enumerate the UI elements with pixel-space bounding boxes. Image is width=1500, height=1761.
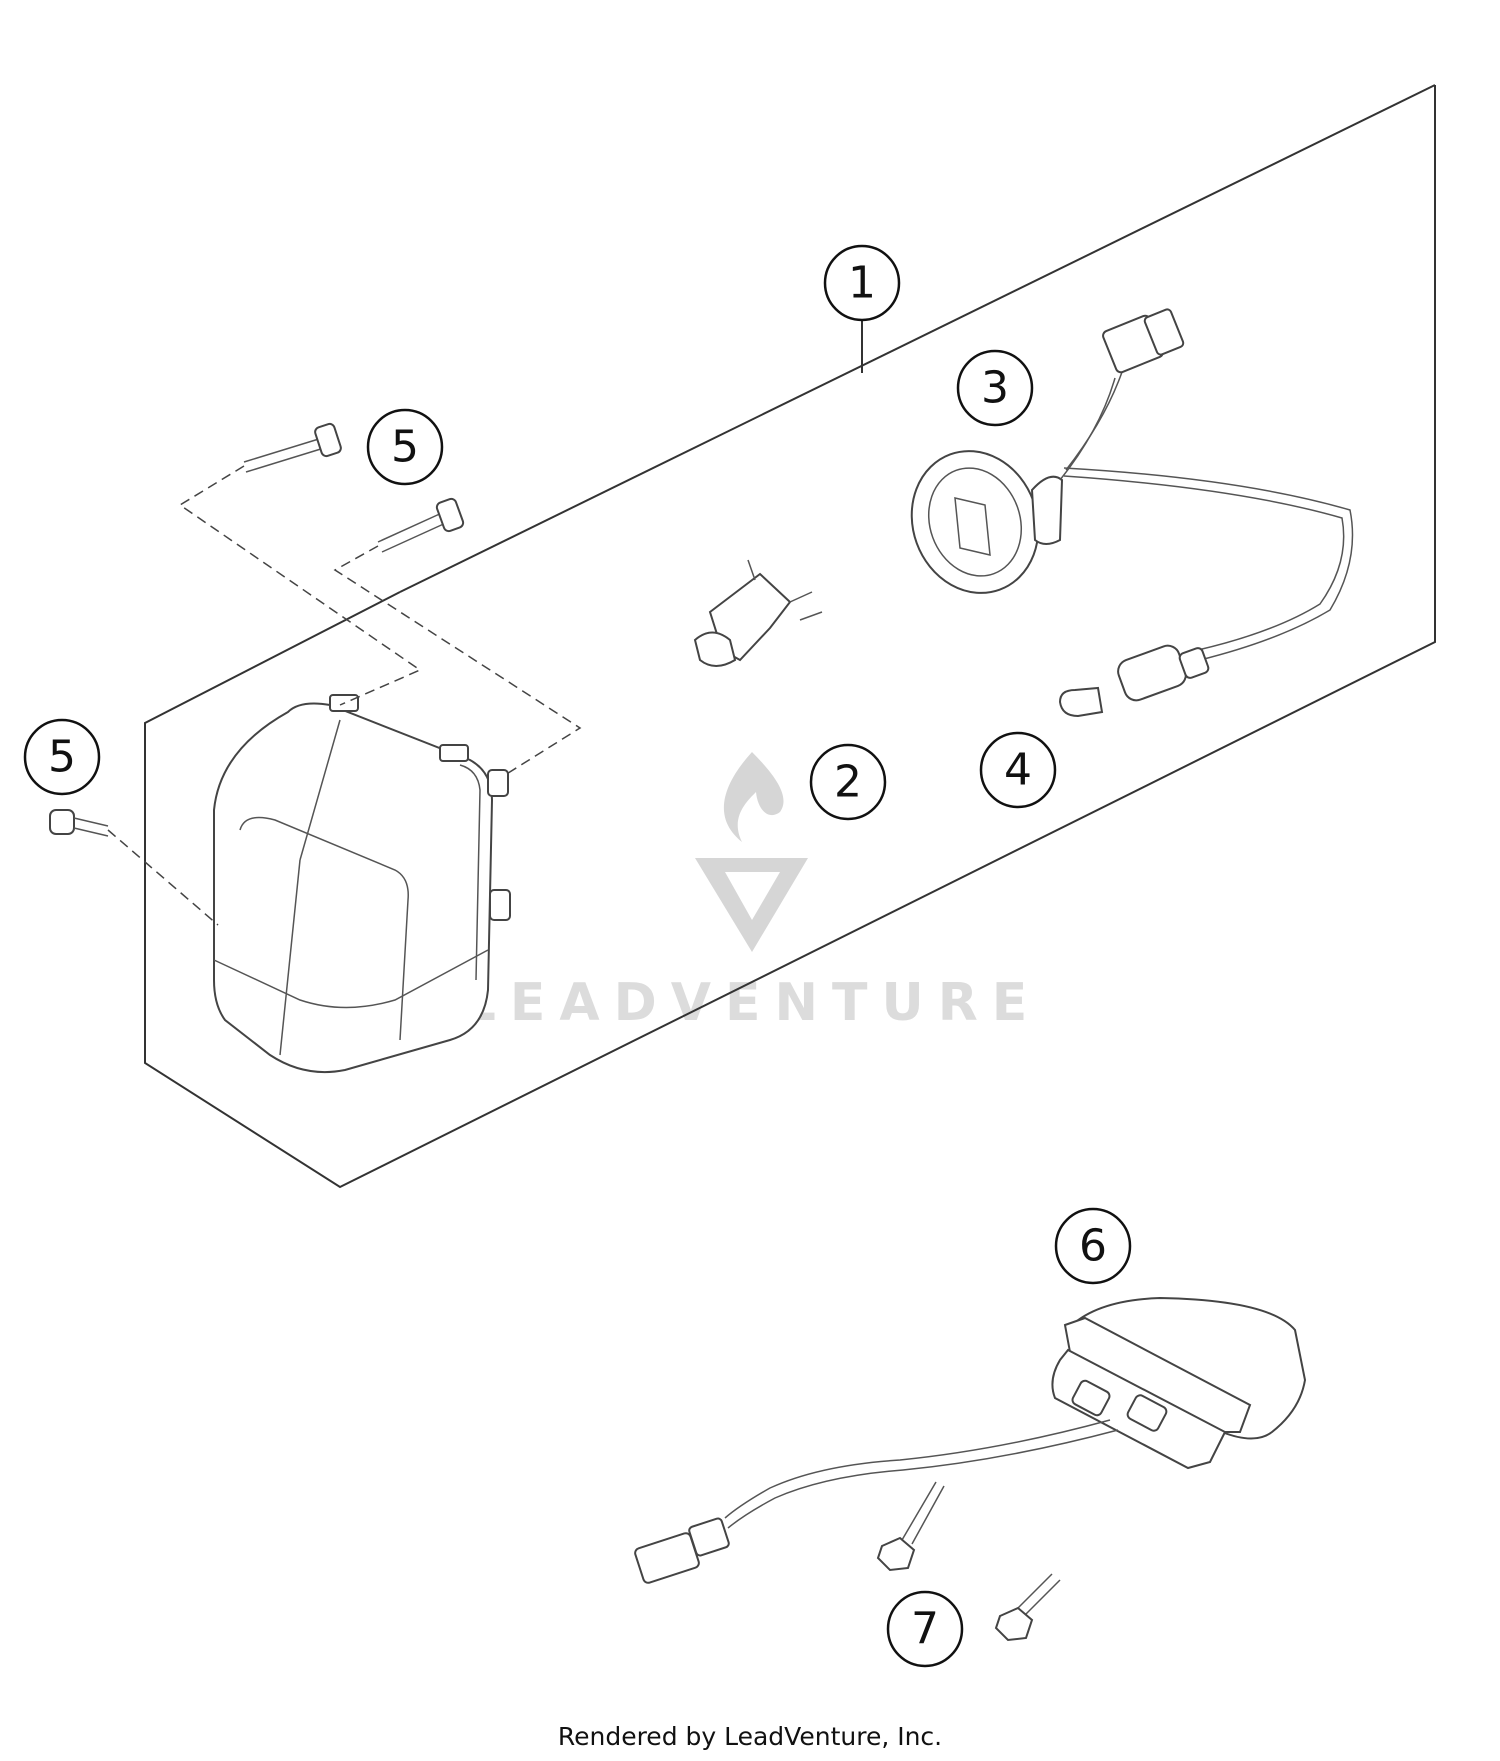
footer-credit: Rendered by LeadVenture, Inc.: [557, 1722, 943, 1751]
screw-7-lower: [994, 1573, 1061, 1642]
callout-3: 3: [956, 349, 1034, 427]
svg-text:1: 1: [848, 258, 876, 309]
watermark-text: LEADVENTURE: [463, 973, 1042, 1033]
headlight-housing: [213, 694, 511, 1074]
watermark-logo: LEADVENTURE: [463, 752, 1042, 1033]
callout-1: 1: [823, 244, 901, 322]
svg-text:3: 3: [981, 363, 1009, 414]
callout-6: 6: [1054, 1207, 1132, 1285]
callout-5-upper: 5: [366, 408, 444, 486]
assembly-1-outline: [144, 84, 1436, 1189]
svg-text:4: 4: [1004, 745, 1032, 796]
bolt-dashed-guides: [107, 465, 582, 926]
svg-text:7: 7: [911, 1604, 939, 1655]
svg-text:5: 5: [48, 732, 76, 783]
svg-text:5: 5: [391, 422, 419, 473]
bulb-socket-harness: [910, 308, 1354, 661]
callout-5-left: 5: [23, 718, 101, 796]
callout-2: 2: [809, 743, 887, 821]
headlight-bulb: [693, 559, 823, 667]
bolt-5-upper-1: [243, 422, 342, 473]
bolt-5-left: [49, 809, 109, 837]
svg-text:2: 2: [834, 757, 862, 808]
svg-text:6: 6: [1079, 1221, 1107, 1272]
screw-7-upper: [876, 1481, 945, 1572]
position-lamp-bulb: [1058, 686, 1104, 718]
tail-light: [634, 1296, 1307, 1584]
callout-4: 4: [979, 731, 1057, 809]
position-lamp-socket: [1117, 644, 1210, 702]
bolt-5-upper-2: [377, 497, 465, 553]
callout-7: 7: [886, 1590, 964, 1668]
